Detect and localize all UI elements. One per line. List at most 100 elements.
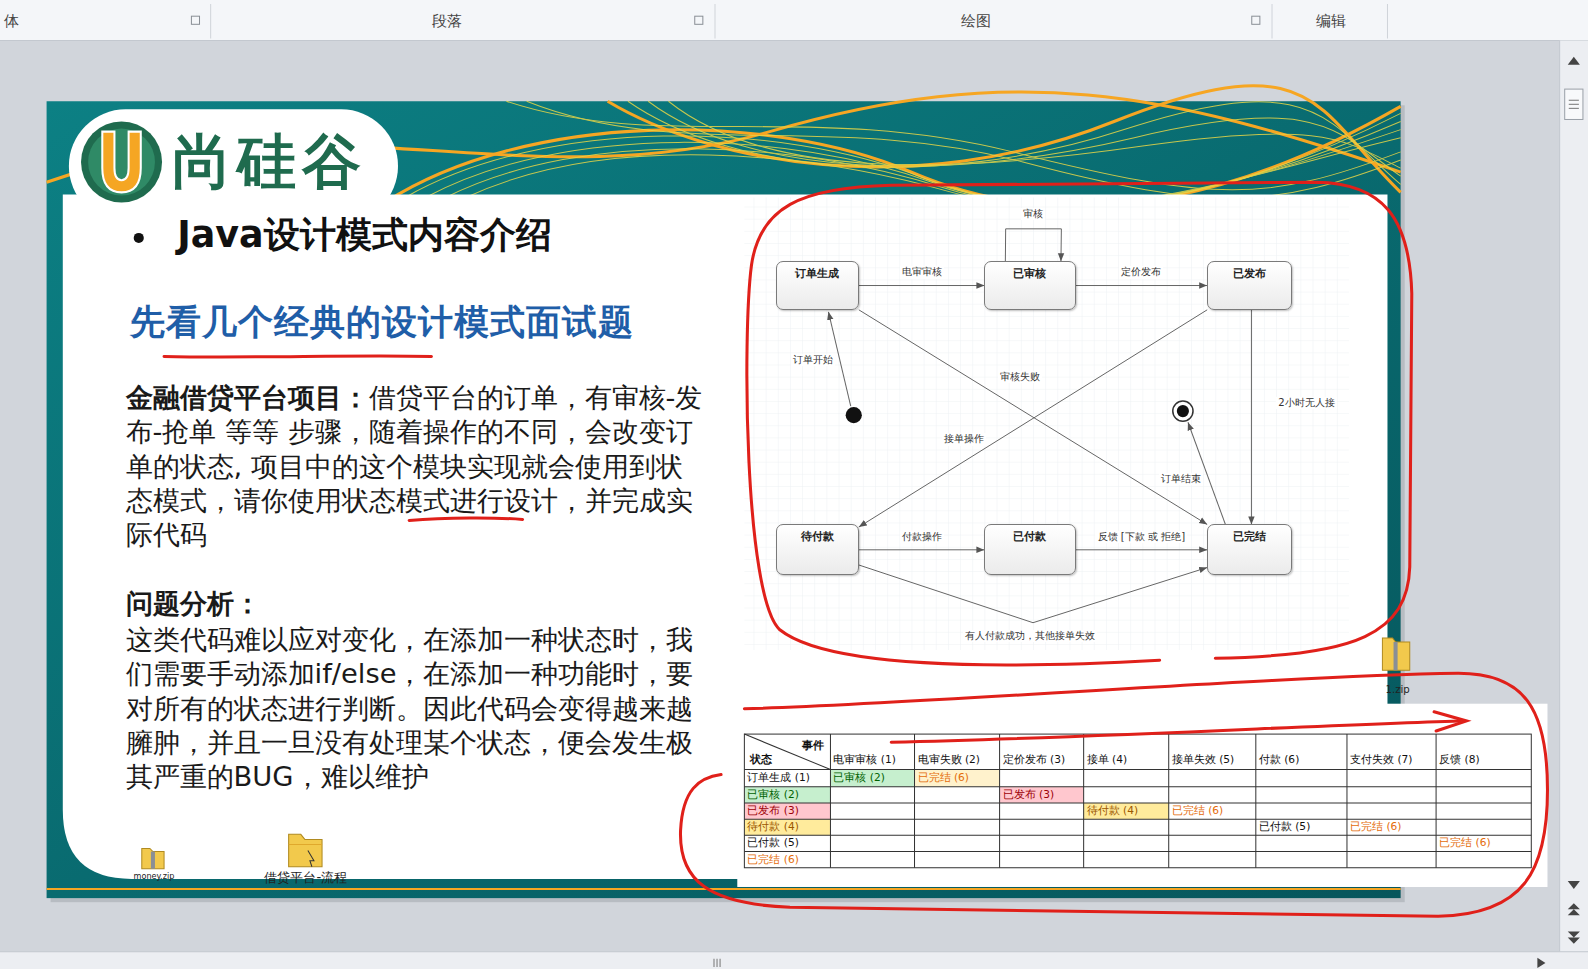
state-name: 已审核 [1013, 262, 1046, 281]
scrollbar [1569, 104, 1579, 105]
state-name: 待付款 [801, 525, 834, 544]
ribbon-group-label-text: 绘图 [961, 13, 991, 31]
ribbon-group-label: 体 [4, 14, 19, 31]
folder-icon [1382, 638, 1409, 670]
table-column-header-text: 定价发布 (3) [1003, 753, 1065, 766]
state-table [744, 786, 1531, 787]
table-cell-text: 已完结 (6) [918, 771, 969, 784]
state-table [1000, 787, 1084, 803]
slide [47, 888, 1401, 890]
logo-text-text: 尚硅谷 [172, 127, 367, 196]
transition-label: 有人付款成功，其他接单失效 [963, 630, 1097, 642]
ribbon [0, 0, 1588, 41]
state-table [744, 787, 830, 803]
subtitle: 先看几个经典的设计模式面试题 [130, 302, 634, 343]
file-name-text: 借贷平台-流程 [264, 870, 347, 885]
state-table [744, 769, 1531, 770]
table-cell: 已完结 (6) [1172, 805, 1223, 817]
folder-icon [1382, 638, 1409, 670]
dialog-launcher [695, 16, 703, 24]
logo-text: 尚硅谷 [172, 128, 367, 196]
end-node [1177, 405, 1189, 417]
ribbon-group-label-text: 编辑 [1316, 13, 1346, 31]
dialog-launcher [1252, 16, 1260, 24]
decorative-swirl [506, 101, 1400, 190]
state-table [737, 704, 1547, 887]
folder-icon [142, 849, 164, 869]
table-column-header-text: 反馈 (8) [1439, 753, 1479, 766]
decorative-swirl [47, 86, 1401, 206]
arrow-label: 订单开始 [791, 355, 835, 367]
folder-icon [289, 834, 322, 866]
ribbon-group-label: 段落 [432, 14, 462, 31]
arrow-label-text: 订单开始 [793, 355, 833, 366]
transition-label: 审核失败 [998, 371, 1042, 383]
paragraph-text: 这类代码难以应对变化，在添加一种状态时，我们需要手动添加if/else，在添加一… [126, 624, 694, 793]
decorative-swirl [405, 113, 1401, 205]
hand-annotation [1434, 712, 1466, 731]
scrollbar [1568, 932, 1580, 944]
ribbon-group-label: 编辑 [1316, 14, 1346, 31]
file-name: money.zip [134, 872, 175, 881]
scrollbar [1560, 41, 1588, 952]
table-column-header: 反馈 (8) [1439, 754, 1479, 766]
table-column-header-text: 付款 (6) [1259, 753, 1299, 766]
table-row-header-text: 订单生成 (1) [747, 771, 809, 784]
slide-title-text: Java设计模式内容介绍 [177, 213, 552, 256]
state-table [1168, 734, 1169, 868]
table-cell: 已完结 (6) [1439, 837, 1490, 849]
transition-arrow [859, 549, 985, 550]
transition-label: 电审审核 [900, 266, 944, 278]
ribbon-group-label-text: 段落 [432, 13, 462, 31]
table-cell-text: 已完结 (6) [1172, 804, 1223, 817]
ribbon-group-label: 绘图 [961, 14, 991, 31]
transition-label: 付款操作 [900, 531, 944, 543]
table-row-header: 已发布 (3) [747, 805, 798, 817]
decorative-swirl [668, 101, 1400, 168]
file-name: 借贷平台-流程 [264, 870, 347, 885]
state-table [744, 819, 1531, 820]
table-row-header-text: 已完结 (6) [747, 853, 798, 866]
subtitle-text: 先看几个经典的设计模式面试题 [130, 301, 634, 342]
decorative-swirl [648, 101, 1400, 176]
paragraph: 金融借贷平台项目：借贷平台的订单，有审核-发布-抢单 等等 步骤，随着操作的不同… [126, 381, 703, 553]
state-name: 已付款 [1013, 525, 1046, 544]
folder-icon [151, 852, 155, 869]
transition-label: 2小时无人接 [1276, 397, 1336, 409]
scrollbar [1568, 57, 1580, 65]
state-table [999, 734, 1000, 868]
folder-icon [1394, 642, 1398, 670]
folder-icon [142, 849, 164, 869]
decorative-swirl [628, 101, 1401, 184]
transition-label: 定价发布 [1119, 266, 1163, 278]
table-column-header: 接单 (4) [1087, 754, 1127, 766]
scrollbar [1568, 903, 1580, 915]
dialog-launcher [191, 16, 1259, 24]
diagram-picture [744, 197, 1349, 650]
scrollbar [717, 959, 718, 967]
table-cell-text: 已付款 (5) [1259, 820, 1310, 833]
table-cell-text: 已完结 (6) [1439, 836, 1490, 849]
scrollbar [1565, 89, 1583, 119]
table-column-header: 接单失效 (5) [1172, 754, 1234, 766]
scrollbar [1569, 108, 1579, 109]
table-column-header-text: 接单 (4) [1087, 753, 1127, 766]
table-cell: 已付款 (5) [1259, 821, 1310, 833]
state-name: 订单生成 [795, 262, 839, 281]
hand-underline [164, 356, 431, 357]
transition-arrow [1005, 229, 1061, 261]
bullet [134, 233, 144, 243]
state-table [744, 803, 830, 819]
table-header: 状态 [750, 754, 772, 767]
ribbon [1272, 4, 1273, 38]
state-box: 已审核 [984, 261, 1075, 310]
scrollbar [720, 959, 721, 967]
hand-annotation [891, 721, 1460, 742]
table-cell-text: 待付款 (4) [1087, 804, 1138, 817]
table-cell: 待付款 (4) [1087, 805, 1138, 817]
state-box: 已完结 [1207, 524, 1292, 575]
table-row-header-text: 待付款 (4) [747, 820, 798, 833]
table-cell-text: 已完结 (6) [1350, 820, 1401, 833]
scrollbar [0, 41, 1588, 969]
